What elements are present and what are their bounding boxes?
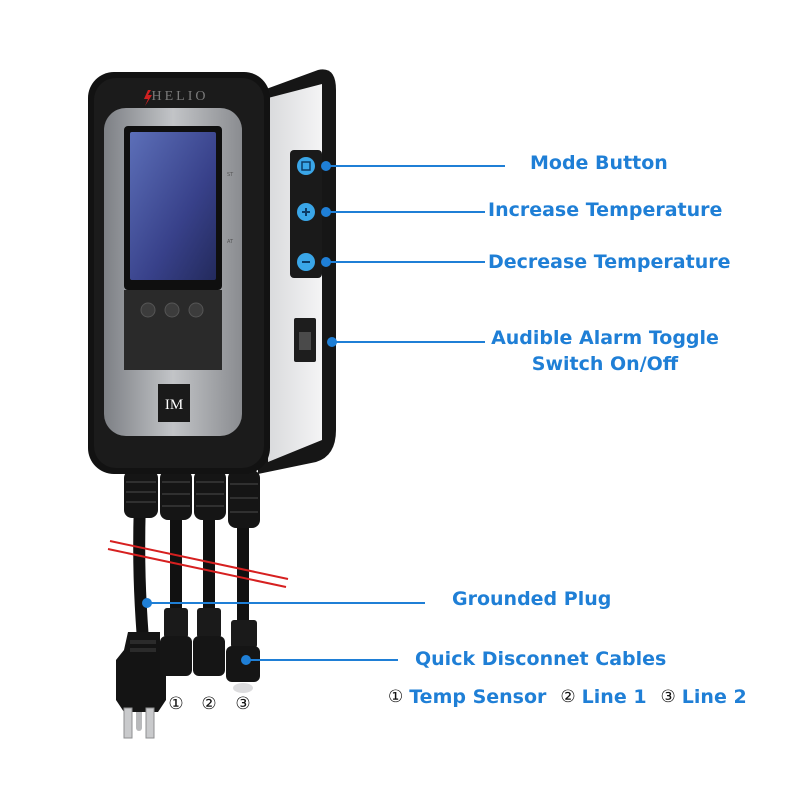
callout-audible-alarm-line1: Audible Alarm Toggle [491,327,719,349]
side-mark-st: ST [227,172,234,178]
legend-number: ② [560,687,576,707]
lightning-icon [144,90,152,106]
callout-decrease-temperature: Decrease Temperature [488,251,731,273]
mode-icon [301,161,311,171]
legend-label: Temp Sensor [409,686,547,708]
legend-item-line-2: ③ Line 2 [661,686,747,708]
cable-number-3: ③ [235,694,250,714]
callout-quick-disconnect-cables: Quick Disconnet Cables [415,648,667,670]
legend-item-temp-sensor: ① Temp Sensor [388,686,546,708]
legend-label: Line 1 [581,686,647,708]
callout-increase-temperature: Increase Temperature [488,199,723,221]
side-mark-at: AT [227,239,234,245]
callout-lines [142,161,505,665]
legend-label: Line 2 [681,686,747,708]
cable-legend: ① Temp Sensor ② Line 1 ③ Line 2 [388,686,747,708]
cable-number-2: ② [201,694,216,714]
maker-logo [158,384,190,422]
legend-number: ① [388,687,404,707]
brand-logo: HELIO [152,89,209,104]
grounded-plug [116,632,166,739]
callout-audible-alarm-line2: Switch On/Off [531,353,679,375]
quick-disconnect-connectors [160,608,260,693]
legend-number: ③ [660,687,676,707]
callout-audible-alarm: Audible Alarm Toggle Switch On/Off [488,325,722,377]
lcd-screen [130,132,216,280]
plus-icon [302,208,310,216]
maker-logo-text: IM [165,397,183,413]
cable-cut-mark [107,540,289,588]
callout-grounded-plug: Grounded Plug [452,588,612,610]
callout-mode-button: Mode Button [530,152,668,174]
mode-button[interactable] [297,157,315,175]
legend-item-line-1: ② Line 1 [560,686,646,708]
cable-number-1: ① [168,694,183,714]
cable-numbers: ① ② ③ [168,694,250,714]
controller-device: HELIO IM ST AT [88,69,336,474]
